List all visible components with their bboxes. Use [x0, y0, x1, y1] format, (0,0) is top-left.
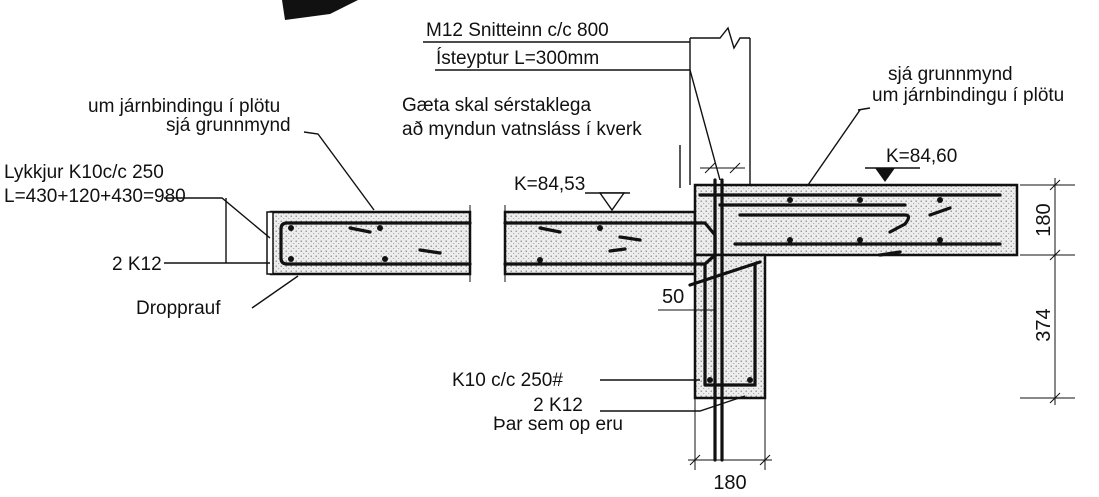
dim-beam-depth: 374: [1033, 308, 1055, 341]
dimension-lines: [658, 162, 1075, 470]
dim-beam-width: 180: [713, 472, 746, 494]
rebar-strokes: [348, 206, 952, 257]
label-grunnmynd-left-1: um járnbindingu í plötu: [88, 96, 280, 117]
label-dropprauf: Dropprauf: [136, 298, 221, 319]
dim-slab-thickness: 180: [1033, 203, 1055, 236]
label-gaeta-1: Gæta skal sérstaklega: [402, 95, 591, 116]
label-gaeta-2: að myndun vatnsláss í kverk: [402, 119, 642, 140]
end-plate: [266, 211, 274, 275]
beam-stirrup: [703, 263, 757, 387]
label-lykkjur-2: L=430+120+430=980: [4, 186, 186, 207]
label-lykkjur-1: Lykkjur K10c/c 250: [4, 162, 164, 183]
rebar-right-hook: [718, 203, 911, 234]
dim-step: 50: [662, 286, 684, 308]
label-snitteinn-2: Ísteyptur L=300mm: [436, 48, 599, 69]
rebar-dots: [288, 197, 943, 383]
label-level-left: K=84,53: [514, 174, 585, 195]
label-2k12-bottom: 2 K12: [533, 395, 583, 416]
label-snitteinn-1: M12 Snitteinn c/c 800: [426, 20, 609, 41]
leader-lines: [164, 41, 871, 412]
label-grunnmynd-right-1: sjá grunnmynd: [888, 64, 1013, 85]
level-marker-left: [585, 192, 630, 212]
label-par-sem-op: Þar sem op eru: [493, 414, 623, 435]
label-stirrups: K10 c/c 250#: [452, 370, 563, 391]
rebar-diagonal: [688, 260, 762, 287]
label-level-right: K=84,60: [886, 146, 957, 167]
label-grunnmynd-left-2: sjá grunnmynd: [166, 115, 291, 136]
level-marker-right: [865, 167, 920, 182]
north-arrow-icon: [282, 0, 358, 20]
rebar-loop-left: [279, 221, 472, 266]
label-grunnmynd-right-2: um járnbindingu í plötu: [872, 85, 1064, 106]
label-2k12-left: 2 K12: [112, 254, 162, 275]
wall-break-line: [689, 26, 751, 185]
